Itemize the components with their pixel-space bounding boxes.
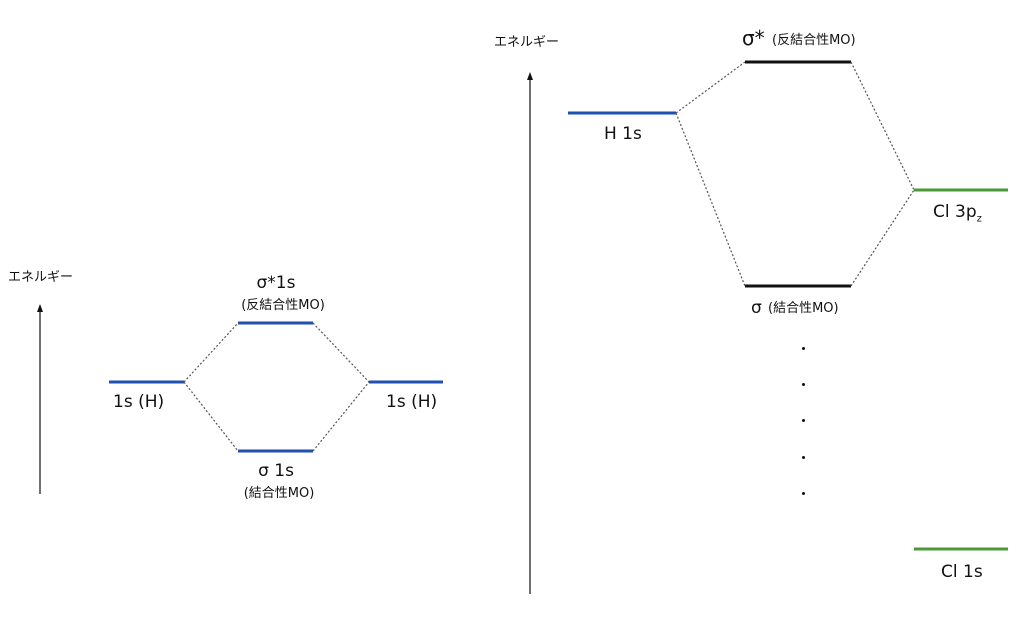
- left-antibonding-symbol: σ*1s: [256, 273, 296, 293]
- right-energy-axis-label: エネルギー: [494, 35, 560, 50]
- right-h1s-label: H 1s: [604, 124, 642, 144]
- left-energy-axis-label: エネルギー: [8, 270, 74, 285]
- left-bonding-symbol: σ 1s: [258, 461, 294, 481]
- left-connector-4: [312, 381, 370, 452]
- right-bonding-symbol: σ: [751, 298, 762, 318]
- ellipsis-dot: [802, 383, 805, 386]
- left-connector-1: [183, 322, 239, 383]
- right-energy-axis-arrowhead: [527, 72, 533, 80]
- ellipsis-dot: [802, 347, 805, 350]
- right-connector-3: [850, 61, 915, 191]
- right-cl3p-main: Cl 3p: [933, 202, 977, 222]
- right-antibonding-note: (反結合性MO): [772, 33, 856, 48]
- left-bonding-note: (結合性MO): [243, 486, 315, 501]
- left-h1s-label-left: 1s (H): [113, 392, 165, 412]
- right-bonding-note: (結合性MO): [768, 301, 839, 316]
- ellipsis-dot: [802, 492, 805, 495]
- left-antibonding-note: (反結合性MO): [241, 298, 325, 313]
- left-h1s-label-right: 1s (H): [386, 392, 438, 412]
- right-cl1s-label: Cl 1s: [941, 562, 983, 582]
- right-cl3p-label: Cl 3pz: [933, 204, 982, 224]
- left-energy-axis-arrowhead: [37, 304, 43, 312]
- right-connector-4: [850, 189, 915, 287]
- right-cl3p-subscript: z: [976, 213, 982, 225]
- right-connector-1: [675, 61, 746, 114]
- ellipsis-dot: [802, 419, 805, 422]
- ellipsis-dot: [802, 456, 805, 459]
- right-connector-2: [675, 112, 746, 287]
- left-connector-2: [183, 381, 239, 452]
- left-connector-3: [312, 322, 370, 383]
- right-antibonding-symbol: σ*: [742, 26, 765, 50]
